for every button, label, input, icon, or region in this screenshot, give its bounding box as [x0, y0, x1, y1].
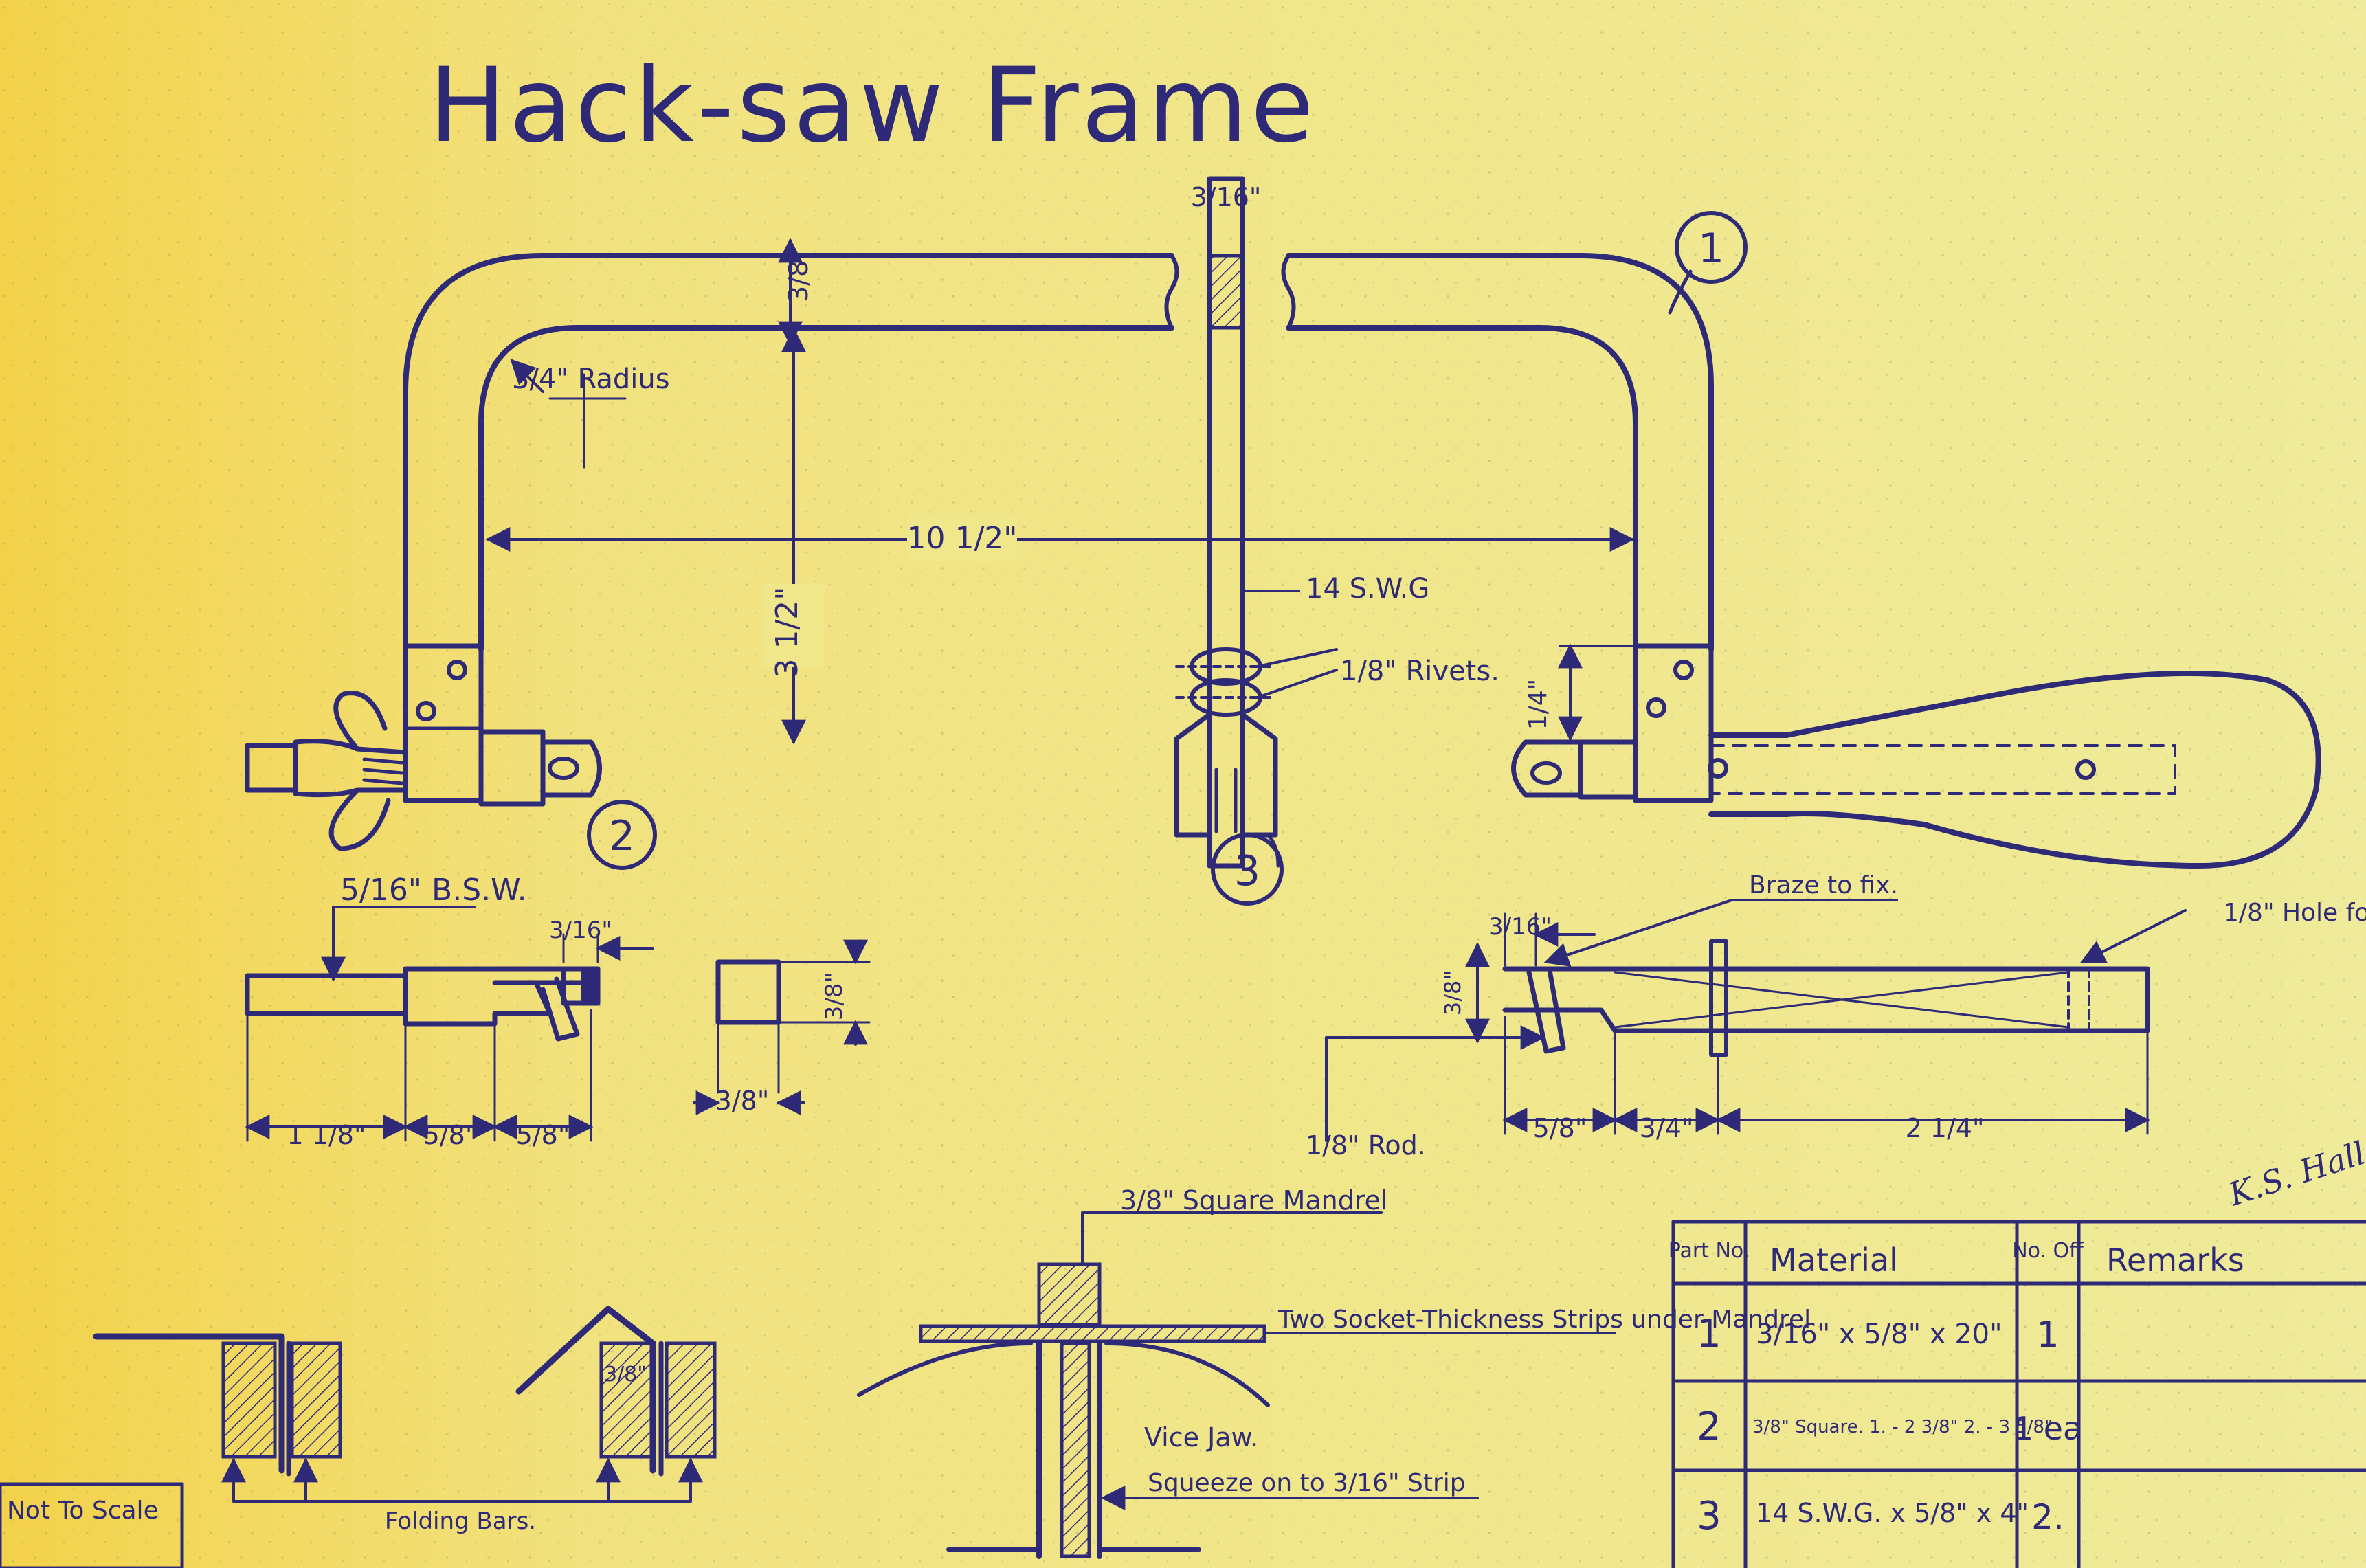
part-balloon-1: 1 — [1668, 211, 1748, 315]
thread-label: 5/16" B.S.W. — [340, 873, 527, 908]
fixed-dim-1: 5/8" — [1533, 1113, 1587, 1143]
radius-leader — [510, 359, 544, 393]
header-no-off: No. Off — [2012, 1239, 2084, 1263]
section-width-label: 3/8" — [715, 1086, 770, 1116]
pin-hole-label: 1/8" Hole for pin to fix handle. — [2223, 899, 2366, 927]
rivet-leader-1 — [1256, 648, 1338, 668]
bend-radius-label: 3/4" Radius — [512, 363, 670, 395]
handle-offset-label: 1/4" — [1524, 679, 1552, 730]
left-clamp-block — [403, 643, 602, 807]
frame-right-arm — [1281, 253, 1714, 652]
braze-label: Braze to fix. — [1749, 871, 1898, 899]
fixed-dim-3: 2 1/4" — [1906, 1113, 1985, 1143]
row2-part: 2 — [1697, 1404, 1721, 1449]
tension-slot-label: 3/16" — [549, 917, 612, 944]
fixed-height-label: 3/8" — [1440, 970, 1466, 1016]
frame-thickness-label: 3/8" — [783, 248, 814, 302]
row3-material: 14 S.W.G. x 5/8" x 4" — [1756, 1498, 2029, 1528]
handle — [1708, 671, 2321, 869]
fixed-dim-2: 3/4" — [1640, 1113, 1694, 1143]
fixed-dims — [1502, 1016, 2150, 1135]
mandrel-diagram — [857, 1262, 1270, 1559]
svg-text:2: 2 — [609, 812, 635, 860]
span-label: 10 1/2" — [906, 521, 1017, 556]
not-to-scale-box — [0, 1482, 184, 1568]
svg-text:1: 1 — [1698, 225, 1724, 273]
fixed-slot-label: 3/16" — [1488, 913, 1552, 941]
tension-dims — [245, 1009, 594, 1142]
blade-slot-dimension — [1208, 184, 1244, 242]
row1-part: 1 — [1697, 1312, 1721, 1356]
header-material: Material — [1770, 1242, 1898, 1279]
part-balloon-2: 2 — [587, 800, 657, 870]
rivets-label: 1/8" Rivets. — [1340, 656, 1499, 687]
not-to-scale-label: Not To Scale — [7, 1497, 159, 1525]
rivet-leader-2 — [1256, 669, 1338, 699]
rod-label: 1/8" Rod. — [1306, 1130, 1426, 1161]
drawing-title: Hack-saw Frame — [429, 46, 1317, 166]
tension-end-detail — [245, 966, 601, 1042]
tension-dim-3: 5/8" — [516, 1120, 570, 1150]
depth-label: 3 1/2" — [770, 586, 805, 677]
span-label-bg — [907, 514, 1017, 562]
folding-bars-diagram — [93, 1306, 717, 1503]
tension-dim-1: 1 1/8" — [287, 1120, 366, 1150]
vice-jaw-label: Vice Jaw. — [1144, 1422, 1258, 1453]
rivet-gauge-label: 14 S.W.G — [1306, 573, 1429, 605]
strips-label: Two Socket-Thickness Strips under Mandre… — [1277, 1306, 1811, 1334]
bar-size-label: 3/8" — [604, 1363, 647, 1387]
mandrel-leader — [1081, 1211, 1383, 1266]
header-part-no: Part No. — [1669, 1239, 1750, 1263]
header-remarks: Remarks — [2106, 1242, 2244, 1279]
svg-text:3: 3 — [1234, 847, 1260, 895]
braze-leader — [1543, 899, 1733, 967]
wing-nut — [245, 691, 408, 851]
row1-off: 1 — [2036, 1314, 2059, 1356]
bar-section — [693, 939, 871, 1115]
row2-material: 3/8" Square. 1. - 2 3/8" 2. - 3 5/8" — [1752, 1417, 2053, 1437]
row2-off: 1 ea — [2013, 1410, 2082, 1447]
frame-left-arm — [403, 253, 1179, 652]
part-balloon-3: 3 — [1211, 833, 1284, 906]
row1-material: 3/16" x 5/8" x 20" — [1756, 1319, 2002, 1350]
pin-hole-leader — [2079, 909, 2187, 963]
row3-part: 3 — [1697, 1494, 1721, 1538]
section-height-label: 3/8" — [821, 972, 848, 1020]
folding-bars-label: Folding Bars. — [385, 1508, 536, 1535]
rod-leader — [1325, 1025, 1545, 1142]
squeeze-label: Squeeze on to 3/16" Strip — [1148, 1469, 1466, 1497]
parts-table — [1671, 1220, 2366, 1568]
depth-label-bg — [763, 584, 825, 667]
blade-edge-view — [1174, 176, 1278, 869]
row3-off: 2. — [2031, 1497, 2064, 1537]
blade-slot-label: 3/16" — [1191, 182, 1262, 212]
right-clamp-block — [1511, 643, 1728, 803]
fixed-end-detail — [1502, 939, 2150, 1057]
tension-dim-2: 5/8" — [423, 1120, 478, 1150]
mandrel-label: 3/8" Square Mandrel — [1120, 1185, 1388, 1216]
